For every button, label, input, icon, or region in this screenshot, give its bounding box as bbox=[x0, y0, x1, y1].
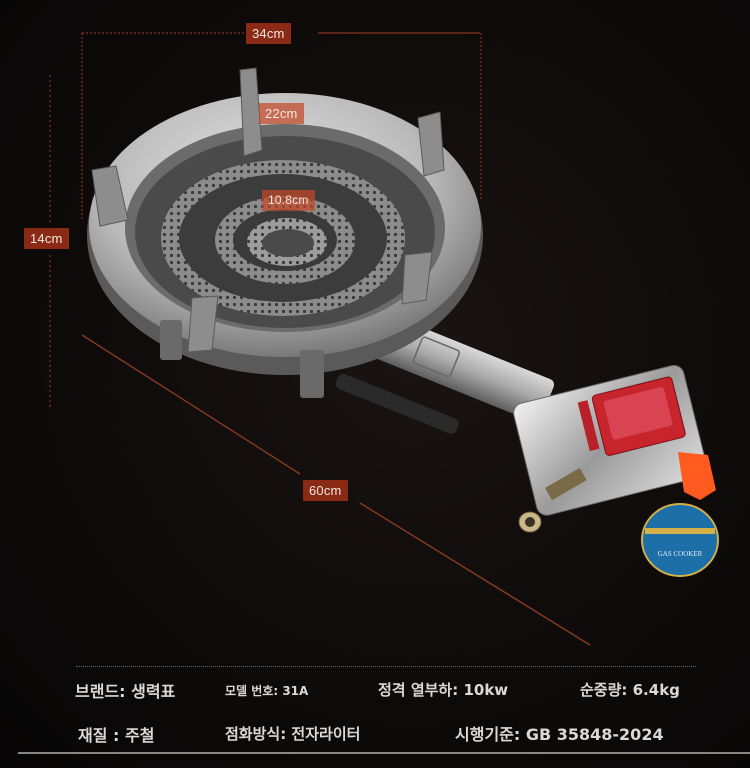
gas-cooker-badge-icon: GAS COOKER bbox=[641, 503, 719, 577]
spec-net-weight: 순중량: 6.4kg bbox=[580, 681, 680, 699]
width-inner-label: 22cm bbox=[259, 103, 304, 124]
spec-ignition: 점화방식: 전자라이터 bbox=[225, 725, 361, 743]
length-label: 60cm bbox=[303, 480, 348, 501]
spec-divider-bottom bbox=[18, 752, 750, 754]
svg-text:GAS COOKER: GAS COOKER bbox=[658, 550, 703, 558]
spec-rated-heat: 정격 열부하: 10kw bbox=[378, 681, 509, 699]
burner-inner-label: 10.8cm bbox=[262, 190, 315, 211]
spec-divider-top bbox=[76, 666, 696, 667]
spec-model: 모델 번호: 31A bbox=[225, 684, 309, 698]
valve-knob-icon bbox=[678, 452, 716, 500]
spec-standard: 시행기준: GB 35848-2024 bbox=[455, 725, 664, 744]
width-outer-label: 34cm bbox=[246, 23, 291, 44]
dimension-lines bbox=[49, 32, 591, 646]
spec-brand: 브랜드: 생력표 bbox=[75, 682, 176, 701]
height-label: 14cm bbox=[24, 228, 69, 249]
spec-material: 재질 : 주철 bbox=[78, 726, 155, 745]
gas-burner-illustration: GAS COOKER bbox=[49, 32, 719, 646]
